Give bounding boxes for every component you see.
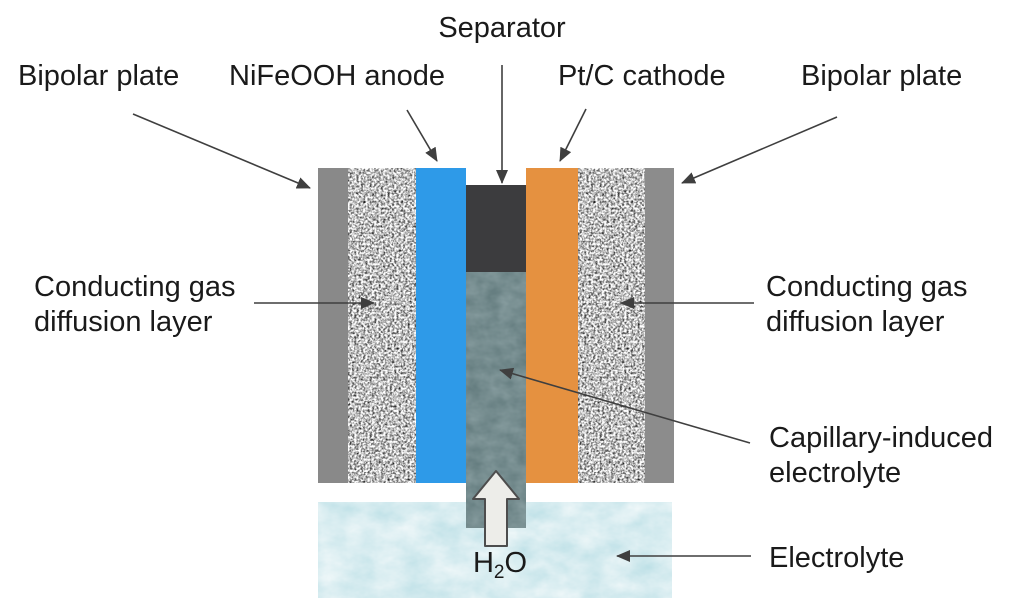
- gdl-left-label: Conducting gas diffusion layer: [34, 270, 236, 340]
- bipolar-plate-right-layer: [645, 168, 674, 483]
- bipolar-plate-left-arrow: [132, 113, 311, 189]
- water-label-o: O: [504, 547, 528, 579]
- gdl-left-label-line1: Conducting gas: [34, 271, 236, 303]
- gdl-left-label-line2: diffusion layer: [34, 306, 213, 338]
- water-label: H2O: [450, 546, 550, 590]
- ptc-cathode-layer: [526, 168, 578, 483]
- capillary-label-line1: Capillary-induced: [769, 422, 994, 454]
- gas-diffusion-layer-right: [578, 168, 645, 483]
- gdl-right-label-line1: Conducting gas: [766, 271, 968, 303]
- water-label-h: H: [472, 547, 494, 579]
- nifeooh-anode-layer: [416, 168, 466, 483]
- separator-layer: [466, 185, 526, 272]
- capillary-electrolyte-arrow: [499, 367, 751, 444]
- electrolyte-label: Electrolyte: [769, 542, 905, 574]
- cathode-label: Pt/C cathode: [558, 60, 726, 92]
- separator-label: Separator: [438, 12, 566, 44]
- gdl-right-label: Conducting gas diffusion layer: [766, 270, 968, 340]
- bipolar-plate-left-label: Bipolar plate: [18, 60, 180, 92]
- gas-diffusion-layer-left: [348, 168, 416, 483]
- anode-label: NiFeOOH anode: [229, 60, 445, 92]
- bipolar-plate-right-label: Bipolar plate: [801, 60, 963, 92]
- gdl-right-label-line2: diffusion layer: [766, 306, 945, 338]
- bipolar-plate-left-layer: [318, 168, 348, 483]
- water-label-subscript: 2: [493, 562, 505, 583]
- water-up-arrow: [472, 470, 520, 547]
- capillary-label-line2: electrolyte: [769, 457, 902, 489]
- capillary-electrolyte-label: Capillary-induced electrolyte: [769, 421, 993, 491]
- bipolar-plate-right-arrow: [681, 116, 838, 184]
- cathode-arrow: [559, 108, 587, 162]
- anode-arrow: [406, 109, 438, 162]
